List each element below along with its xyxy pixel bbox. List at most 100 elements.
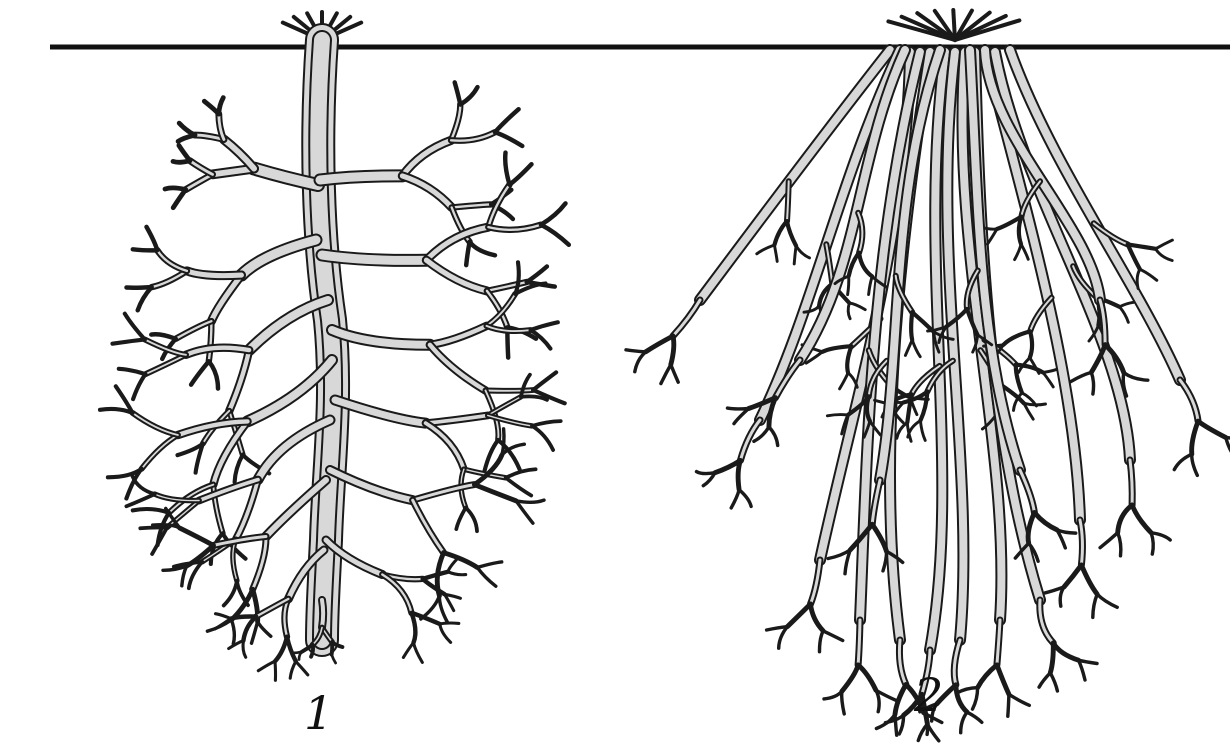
fibrous-rootlet-9 <box>1079 660 1086 680</box>
lateral-root-8 <box>466 242 469 265</box>
lateral-root-13 <box>440 623 459 624</box>
lateral-root-5 <box>140 527 167 528</box>
lateral-root-13 <box>448 572 466 575</box>
fibrous-rootlet-8 <box>1009 694 1029 705</box>
lateral-root-3-core <box>229 350 249 411</box>
fibrous-rootlet-15 <box>883 551 887 571</box>
fibrous-side-rootlet-3 <box>848 373 857 387</box>
fibrous-rootlet-10 <box>1097 594 1117 607</box>
fibrous-side-rootlet-1 <box>796 246 809 258</box>
fibrous-rootlet-4 <box>876 690 879 712</box>
lateral-root-10 <box>531 322 558 330</box>
lateral-root-7 <box>258 661 275 670</box>
lateral-root-12 <box>477 567 496 586</box>
lateral-root-12 <box>444 553 478 568</box>
fibrous-rootlet-3 <box>823 631 843 641</box>
fibrous-side-rootlet-6 <box>897 423 908 439</box>
lateral-root-1-core <box>186 174 213 189</box>
taproot-system <box>100 12 569 680</box>
lateral-root-1-core <box>190 161 213 175</box>
lateral-root-7 <box>287 637 296 662</box>
lateral-root-13 <box>423 579 445 594</box>
fibrous-side-rootlet-14 <box>1015 244 1021 260</box>
fibrous-rootlet-4 <box>858 665 876 690</box>
lateral-root-12-core <box>413 500 444 553</box>
fibrous-rootlet-7 <box>961 712 967 733</box>
fibrous-side-rootlet-3 <box>822 346 851 352</box>
fibrous-rootlet-11 <box>1151 533 1153 554</box>
fibrous-rootlet-15 <box>872 524 886 551</box>
lateral-root-5 <box>126 494 154 506</box>
lateral-root-9 <box>541 225 569 245</box>
lateral-root-8 <box>495 109 519 132</box>
fibrous-rootlet-12 <box>1192 421 1198 454</box>
fibrous-rootlet-10 <box>1093 594 1097 617</box>
lateral-root-1 <box>219 98 224 114</box>
lateral-root-11 <box>532 421 561 426</box>
fibrous-side-rootlet-12 <box>1137 269 1140 288</box>
fibrous-rootlet-8 <box>978 665 997 688</box>
fibrous-rootlet-12 <box>1226 438 1230 457</box>
lateral-root-11 <box>426 423 464 469</box>
lateral-root-12 <box>516 500 544 502</box>
fibrous-rootlet-11 <box>1132 505 1151 533</box>
fibrous-rootlet-11 <box>1100 533 1118 548</box>
lateral-root-1 <box>179 123 195 135</box>
lateral-root-11 <box>456 508 465 529</box>
fibrous-side-rootlet-3 <box>840 373 849 389</box>
lateral-root-3 <box>235 455 243 482</box>
lateral-root-14-core <box>322 600 323 628</box>
fibrous-side-rootlet-13 <box>848 276 849 295</box>
lateral-root-7 <box>229 641 244 649</box>
lateral-root-10 <box>515 262 519 294</box>
lateral-root-13 <box>403 643 413 658</box>
fibrous-rootlet-1 <box>661 365 671 384</box>
lateral-root-1 <box>179 145 190 160</box>
lateral-root-9 <box>505 153 509 185</box>
fibrous-side-rootlet-5 <box>827 415 847 416</box>
fibrous-rootlet-12 <box>1198 421 1226 437</box>
lateral-root-6 <box>180 528 214 545</box>
fibrous-side-rootlet-10 <box>1030 331 1032 357</box>
fibrous-rootlet-8 <box>957 688 977 693</box>
lateral-root-7 <box>275 637 287 662</box>
lateral-root-6 <box>258 622 271 637</box>
fibrous-rootlet-10 <box>1064 565 1081 587</box>
lateral-root-3-core <box>145 355 186 374</box>
fibrous-rootlet-9 <box>1050 643 1053 673</box>
fibrous-rootlet-4 <box>842 691 845 714</box>
fibrous-side-rootlet-11 <box>1120 302 1135 307</box>
fibrous-rootlet-2 <box>738 461 740 490</box>
fibrous-rootlet-1 <box>635 352 646 372</box>
fibrous-side-rootlet-1 <box>757 245 775 254</box>
fibrous-side-rootlet-10 <box>1003 331 1030 344</box>
lateral-root-12 <box>516 501 533 523</box>
lateral-root-8 <box>495 132 522 146</box>
fibrous-side-rootlet-14 <box>1019 217 1022 244</box>
lateral-root-3 <box>125 314 145 340</box>
fibrous-side-rootlet-13 <box>869 277 873 295</box>
lateral-root-8 <box>470 242 495 255</box>
fibrous-side-rootlet-15 <box>905 340 912 355</box>
fibrous-rootlet-8 <box>997 665 1009 694</box>
lateral-root-13 <box>448 558 458 572</box>
fibrous-side-rootlet-1 <box>787 221 796 246</box>
fibrous-rootlet-9 <box>1053 643 1078 660</box>
lateral-root-7 <box>231 617 256 619</box>
fibrous-rootlet-13 <box>769 427 778 446</box>
fibrous-rootlet-1 <box>671 336 674 365</box>
fibrous-rootlet-10 <box>1081 565 1097 594</box>
fibrous-rootlet-3 <box>779 627 788 649</box>
taproot-label: 1 <box>304 690 333 736</box>
lateral-root-2 <box>157 250 187 271</box>
lateral-root-13 <box>412 613 416 643</box>
fibrous-rootlet-5 <box>895 685 906 715</box>
lateral-root-2-core <box>176 321 212 339</box>
fibrous-rootlet-9 <box>1050 673 1057 691</box>
lateral-root-5 <box>133 476 155 494</box>
lateral-root-14 <box>293 652 302 653</box>
fibrous-rootlet-11 <box>1118 533 1121 556</box>
fibrous-rootlet-16 <box>1034 513 1056 530</box>
lateral-root-2 <box>191 361 209 384</box>
fibrous-side-rootlet-7 <box>908 421 921 438</box>
